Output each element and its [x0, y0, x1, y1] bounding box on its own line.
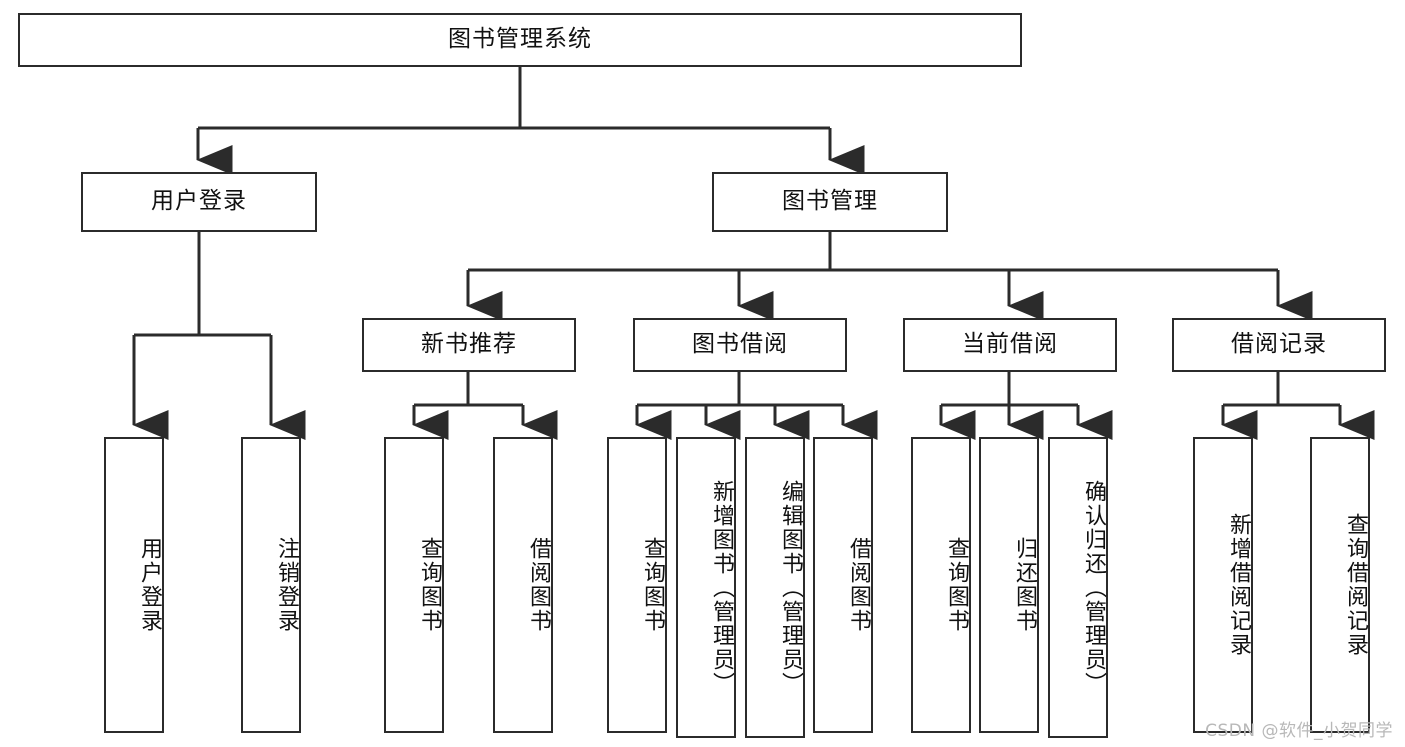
node-current-borrow[interactable]: 当前借阅 [903, 318, 1117, 372]
node-leaf-user-login-label: 用户登录 [137, 537, 162, 633]
node-user-login-label: 用户登录 [151, 188, 247, 215]
node-book-borrow[interactable]: 图书借阅 [633, 318, 847, 372]
node-leaf-return-book[interactable]: 归还图书 [979, 437, 1039, 733]
node-leaf-query-book-3[interactable]: 查询图书 [911, 437, 971, 733]
node-current-borrow-label: 当前借阅 [962, 331, 1058, 358]
node-leaf-edit-book-admin-label: 编辑图书（管理员） [778, 479, 803, 696]
node-leaf-add-book-admin[interactable]: 新增图书（管理员） [676, 437, 736, 738]
node-new-book-rec[interactable]: 新书推荐 [362, 318, 576, 372]
node-leaf-logout[interactable]: 注销登录 [241, 437, 301, 733]
node-root[interactable]: 图书管理系统 [18, 13, 1022, 67]
node-book-borrow-label: 图书借阅 [692, 331, 788, 358]
node-leaf-add-book-admin-label: 新增图书（管理员） [709, 479, 734, 696]
node-leaf-borrow-book-1-label: 借阅图书 [526, 537, 551, 633]
node-leaf-query-book-3-label: 查询图书 [944, 537, 969, 633]
node-leaf-edit-book-admin[interactable]: 编辑图书（管理员） [745, 437, 805, 738]
node-leaf-query-book-2-label: 查询图书 [640, 537, 665, 633]
node-leaf-borrow-book-2-label: 借阅图书 [846, 537, 871, 633]
node-leaf-return-book-label: 归还图书 [1012, 537, 1037, 633]
node-leaf-borrow-book-2[interactable]: 借阅图书 [813, 437, 873, 733]
node-leaf-query-record-label: 查询借阅记录 [1343, 513, 1368, 657]
node-borrow-record-label: 借阅记录 [1231, 331, 1327, 358]
node-leaf-confirm-return-admin-label: 确认归还（管理员） [1081, 479, 1106, 696]
node-user-login[interactable]: 用户登录 [81, 172, 317, 232]
node-new-book-rec-label: 新书推荐 [421, 331, 517, 358]
node-leaf-query-record[interactable]: 查询借阅记录 [1310, 437, 1370, 733]
node-book-manage[interactable]: 图书管理 [712, 172, 948, 232]
node-borrow-record[interactable]: 借阅记录 [1172, 318, 1386, 372]
watermark: CSDN @软件_小贺同学 [1205, 721, 1393, 741]
node-leaf-query-book-1[interactable]: 查询图书 [384, 437, 444, 733]
node-leaf-user-login[interactable]: 用户登录 [104, 437, 164, 733]
node-leaf-logout-label: 注销登录 [274, 537, 299, 633]
node-leaf-borrow-book-1[interactable]: 借阅图书 [493, 437, 553, 733]
node-leaf-confirm-return-admin[interactable]: 确认归还（管理员） [1048, 437, 1108, 738]
node-leaf-add-record[interactable]: 新增借阅记录 [1193, 437, 1253, 733]
node-root-label: 图书管理系统 [448, 26, 592, 53]
node-leaf-add-record-label: 新增借阅记录 [1226, 513, 1251, 657]
node-book-manage-label: 图书管理 [782, 188, 878, 215]
node-leaf-query-book-1-label: 查询图书 [417, 537, 442, 633]
node-leaf-query-book-2[interactable]: 查询图书 [607, 437, 667, 733]
